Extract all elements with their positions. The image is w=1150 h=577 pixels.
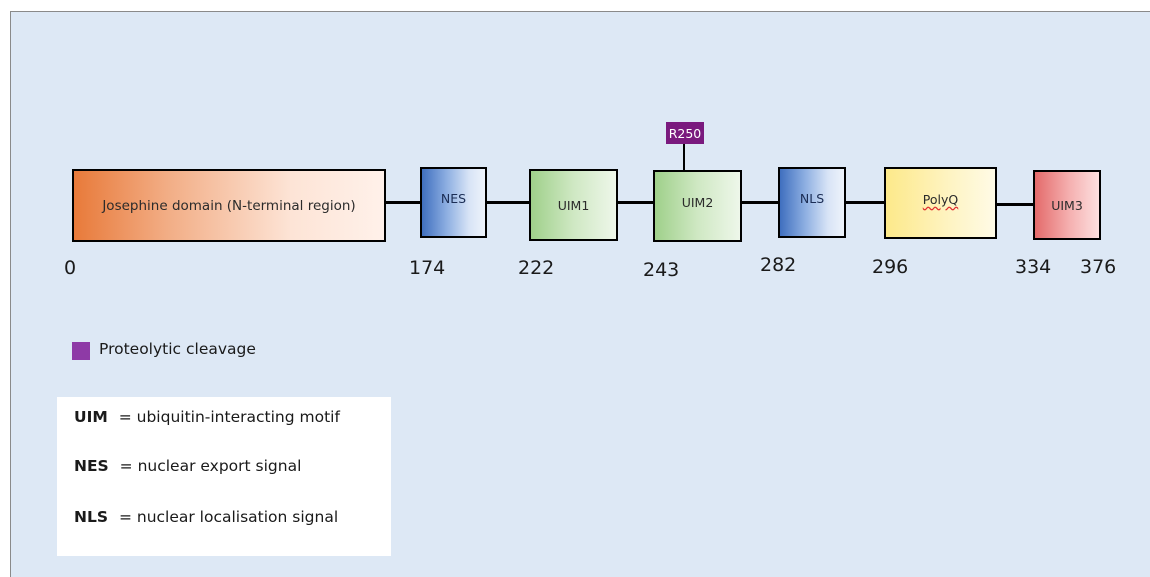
abbreviation-row: UIM = ubiquitin-interacting motif — [74, 408, 340, 426]
domain-label: UIM2 — [681, 194, 714, 210]
abbreviation-definition: = nuclear localisation signal — [118, 508, 339, 526]
uim2-domain: UIM2 — [653, 170, 742, 242]
connector-line — [742, 201, 778, 204]
uim1-domain: UIM1 — [529, 169, 618, 241]
position-label: 243 — [643, 259, 680, 281]
position-label: 376 — [1080, 256, 1117, 278]
abbreviation-row: NLS = nuclear localisation signal — [74, 508, 338, 526]
abbreviation-definition: = ubiquitin-interacting motif — [118, 408, 340, 426]
abbreviation-row: NES = nuclear export signal — [74, 457, 301, 475]
domain-label: UIM3 — [1051, 197, 1083, 213]
cleavage-site-stem — [683, 143, 685, 171]
domain-label: NLS — [799, 191, 825, 206]
diagram-canvas: Josephine domain (N-terminal region) NES… — [10, 11, 1150, 577]
abbreviation-term: NLS — [74, 508, 109, 526]
abbreviation-term: NES — [74, 457, 109, 475]
abbreviation-term: UIM — [74, 408, 108, 426]
connector-line — [386, 201, 420, 204]
position-label: 0 — [64, 257, 77, 279]
domain-label: PolyQ — [922, 191, 959, 207]
cleavage-site-label: R250 — [668, 125, 702, 141]
nls-domain: NLS — [778, 167, 846, 238]
connector-line — [487, 201, 529, 204]
position-label: 296 — [872, 256, 909, 278]
domain-label: Josephine domain (N-terminal region) — [102, 197, 356, 214]
josephine-domain: Josephine domain (N-terminal region) — [72, 169, 386, 242]
legend-swatch — [72, 342, 90, 360]
position-label: 334 — [1015, 256, 1052, 278]
connector-line — [997, 203, 1033, 206]
domain-label: UIM1 — [557, 197, 590, 213]
connector-line — [846, 201, 884, 204]
cleavage-site-marker: R250 — [666, 122, 704, 144]
position-label: 174 — [409, 257, 446, 279]
abbreviation-definition: = nuclear export signal — [119, 457, 302, 475]
nes-domain: NES — [420, 167, 487, 238]
legend-label: Proteolytic cleavage — [99, 340, 256, 358]
connector-line — [618, 201, 653, 204]
polyq-domain: PolyQ — [884, 167, 997, 239]
uim3-domain: UIM3 — [1033, 170, 1101, 240]
position-label: 282 — [760, 254, 797, 276]
abbreviations-box: UIM = ubiquitin-interacting motif NES = … — [57, 397, 391, 556]
position-label: 222 — [518, 257, 555, 279]
domain-label: NES — [440, 191, 467, 206]
